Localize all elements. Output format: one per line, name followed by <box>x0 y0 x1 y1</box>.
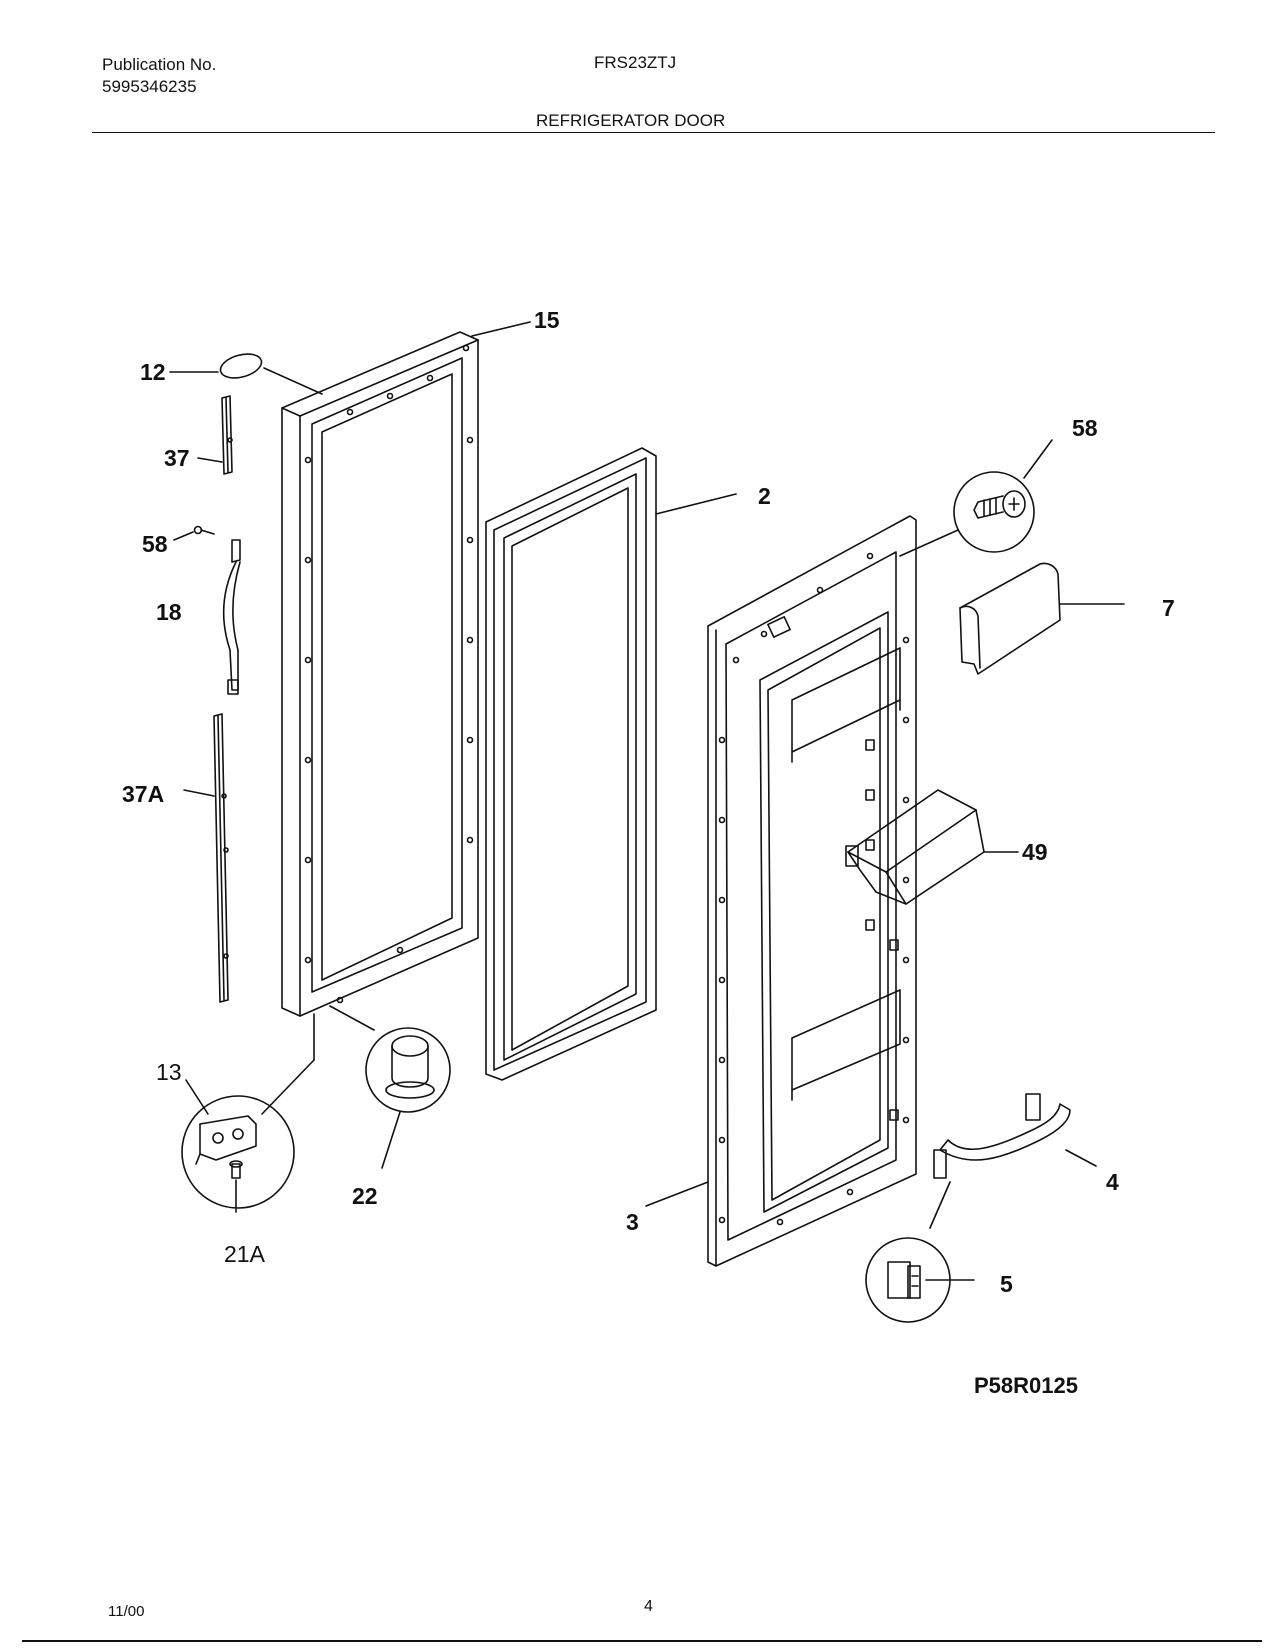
publication-label: Publication No. <box>102 55 217 74</box>
part-37A-lower-strip <box>183 713 229 1003</box>
callout-7: 7 <box>1162 595 1175 621</box>
footer-date: 11/00 <box>108 1603 145 1620</box>
footer-rule <box>22 1640 1262 1642</box>
part-2-gasket <box>485 447 737 1081</box>
part-22-bumper-detail <box>329 1005 451 1169</box>
part-13-hinge-plate-detail <box>181 1013 315 1209</box>
header-rule <box>92 132 1215 133</box>
callout-3: 3 <box>626 1209 639 1235</box>
publication-number: 5995346235 <box>102 77 197 96</box>
callout-22: 22 <box>352 1183 378 1209</box>
callout-37A: 37A <box>122 781 164 807</box>
part-15-door-frame <box>281 321 531 1017</box>
part-58-screw-small <box>173 525 215 541</box>
callout-18: 18 <box>156 599 182 625</box>
part-5-handle-clip-detail <box>865 1237 975 1323</box>
section-title: REFRIGERATOR DOOR <box>536 111 726 130</box>
callout-5: 5 <box>1000 1271 1013 1297</box>
callout-58-right: 58 <box>1072 415 1098 441</box>
callout-2: 2 <box>758 483 771 509</box>
part-12-label-oval <box>169 353 323 395</box>
part-4-door-handle <box>929 1093 1097 1229</box>
callout-15: 15 <box>534 307 560 333</box>
callout-13: 13 <box>156 1059 182 1085</box>
part-58-screw-detail <box>899 439 1053 557</box>
model-number: FRS23ZTJ <box>594 53 677 72</box>
part-3-door-liner <box>645 515 917 1267</box>
callout-21A: 21A <box>224 1241 266 1267</box>
part-21A-screw <box>229 1160 243 1213</box>
callout-58-left: 58 <box>142 531 168 557</box>
part-7-dairy-door <box>959 562 1125 675</box>
diagram-code: P58R0125 <box>974 1373 1078 1398</box>
part-49-door-bin <box>845 789 1019 905</box>
page-number: 4 <box>644 1598 653 1615</box>
part-18-hinge <box>222 539 241 695</box>
callout-37: 37 <box>164 445 190 471</box>
callout-49: 49 <box>1022 839 1048 865</box>
callout-4: 4 <box>1106 1169 1119 1195</box>
part-37-upper-strip <box>197 395 233 475</box>
callout-12: 12 <box>140 359 166 385</box>
